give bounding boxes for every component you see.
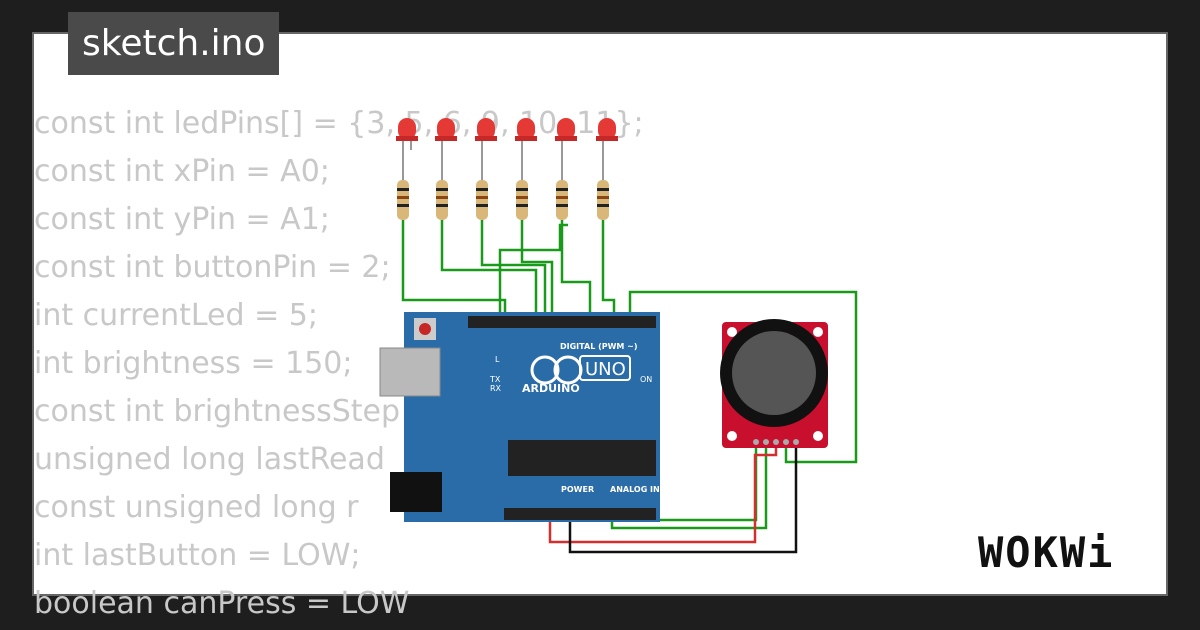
led-3 <box>475 118 497 220</box>
brand-label: ARDUINO <box>522 382 580 395</box>
usb-port <box>379 347 441 397</box>
digital-label: DIGITAL (PWM ~) <box>560 342 638 351</box>
power-label: POWER <box>561 485 594 494</box>
wokwi-logo: WOKWi <box>978 528 1115 577</box>
code-line: const unsigned long r <box>34 490 359 525</box>
sketch-title: sketch.ino <box>68 12 280 75</box>
code-line: unsigned long lastRead <box>34 442 385 477</box>
arduino-uno-board: UNO ARDUINO DIGITAL (PWM ~) POWER ANALOG… <box>379 312 660 522</box>
code-line: const int ledPins[] = {3, 5, 6, 9, 10, 1… <box>34 106 644 141</box>
microcontroller-chip <box>508 440 656 476</box>
power-analog-header <box>504 508 656 520</box>
code-line: const int yPin = A1; <box>34 202 330 237</box>
led-1 <box>396 118 418 220</box>
arduino-logo-icon <box>530 355 560 385</box>
code-line: int currentLed = 5; <box>34 298 318 333</box>
l-label: L <box>495 355 500 364</box>
rx-label: RX <box>490 384 502 393</box>
led-4 <box>515 118 537 220</box>
digital-header <box>468 316 656 328</box>
code-line: const int buttonPin = 2; <box>34 250 391 285</box>
code-preview: const int ledPins[] = {3, 5, 6, 9, 10, 1… <box>34 100 644 628</box>
led-5 <box>555 118 577 220</box>
led-array <box>396 118 618 220</box>
power-jack <box>390 472 442 512</box>
code-line: boolean canPress = LOW <box>34 586 410 621</box>
code-line: int brightness = 150; <box>34 346 353 381</box>
on-label: ON <box>640 375 652 384</box>
uno-label: UNO <box>585 359 626 380</box>
led-2 <box>435 118 457 220</box>
code-line: const int brightnessStep <box>34 394 401 429</box>
analog-joystick <box>720 319 828 448</box>
analog-label: ANALOG IN <box>610 485 660 494</box>
code-line: const int xPin = A0; <box>34 154 330 189</box>
tx-label: TX <box>489 375 501 384</box>
power-wires <box>548 440 798 554</box>
led-6 <box>596 118 618 220</box>
code-line: int lastButton = LOW; <box>34 538 361 573</box>
led-wires <box>401 220 858 530</box>
